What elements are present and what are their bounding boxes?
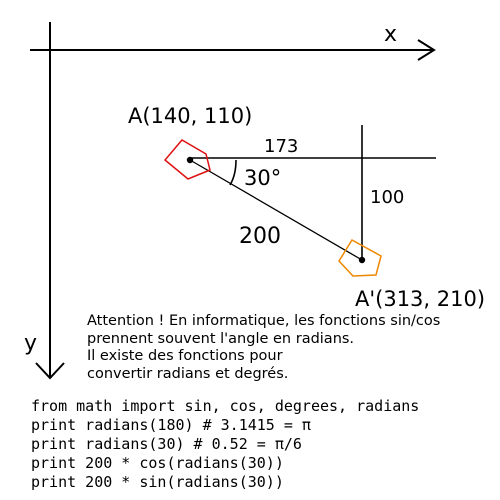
x-axis-label: x	[384, 22, 397, 47]
radians-note: Attention ! En informatique, les fonctio…	[87, 313, 497, 383]
code-line: print 200 * cos(radians(30))	[31, 454, 284, 472]
note-line: convertir radians et degrés.	[87, 365, 289, 382]
y-axis-arrowhead	[35, 362, 65, 380]
note-line: Attention ! En informatique, les fonctio…	[87, 313, 441, 329]
shape-a-prime-pentagon	[338, 238, 382, 277]
hypotenuse-length-label: 200	[239, 224, 281, 249]
hypotenuse-line	[189, 159, 363, 261]
point-a-dot	[186, 156, 194, 164]
point-a-prime-dot	[358, 256, 366, 264]
x-axis-arrowhead	[417, 39, 436, 61]
point-a-label: A(140, 110)	[128, 104, 252, 128]
angle-arc	[229, 159, 237, 186]
note-line: prennent souvent l'angle en radians.	[87, 330, 355, 347]
code-line: print 200 * sin(radians(30))	[31, 473, 284, 491]
code-line: from math import sin, cos, degrees, radi…	[31, 397, 420, 415]
horizontal-distance-label: 173	[264, 136, 298, 157]
x-axis	[30, 39, 436, 61]
angle-label: 30°	[244, 166, 281, 190]
code-line: print radians(180) # 3.1415 = π	[31, 416, 311, 434]
y-axis-label: y	[24, 331, 37, 356]
point-a-prime-label: A'(313, 210)	[355, 287, 485, 311]
shape-a-pentagon	[163, 139, 211, 180]
code-block: from math import sin, cos, degrees, radi…	[31, 397, 496, 492]
y-axis	[35, 22, 65, 380]
vertical-distance-label: 100	[370, 187, 404, 208]
note-line: Il existe des fonctions pour	[87, 348, 283, 364]
code-line: print radians(30) # 0.52 = π/6	[31, 435, 302, 453]
